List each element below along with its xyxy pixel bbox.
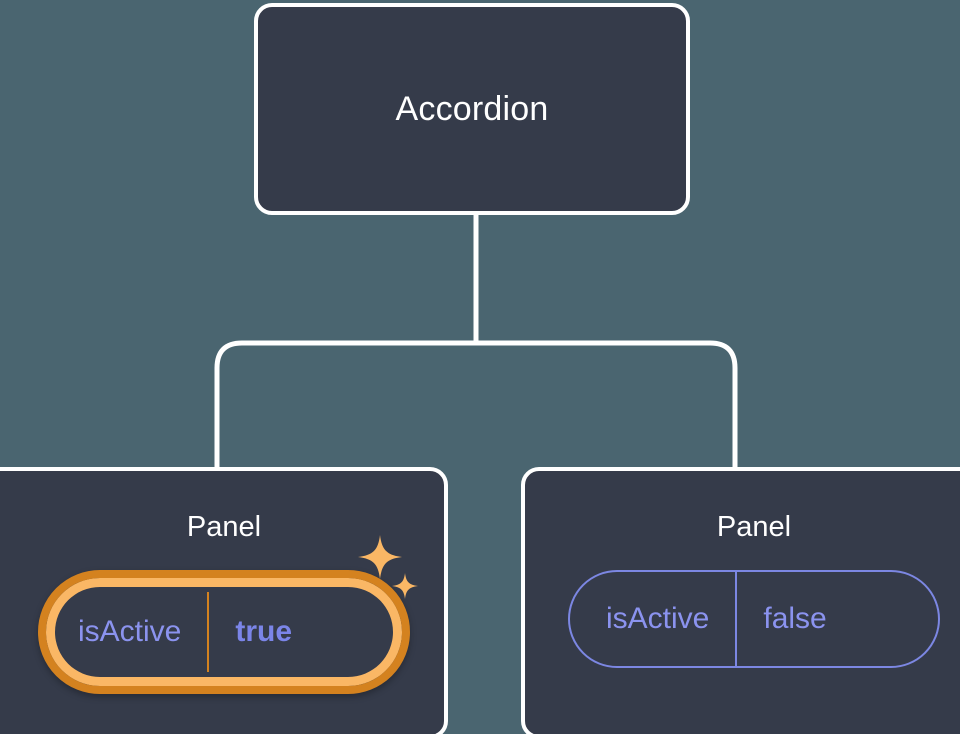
prop-pill-isactive-true[interactable]: isActive true [38, 570, 410, 694]
prop-pill-wrap: isActive false [568, 570, 940, 668]
connector-child-bus [214, 340, 738, 467]
prop-pill-isactive-false[interactable]: isActive false [568, 570, 940, 668]
prop-key: isActive [606, 602, 710, 635]
node-accordion[interactable]: Accordion [254, 3, 690, 215]
node-panel-left[interactable]: Panel isActive true [0, 467, 448, 734]
node-title: Panel [716, 511, 792, 543]
prop-pill-wrap: isActive true [38, 570, 410, 694]
prop-divider [735, 572, 738, 666]
prop-value: true [235, 615, 293, 648]
node-title: Accordion [395, 89, 549, 128]
prop-value: false [763, 602, 827, 635]
node-title: Panel [186, 511, 262, 543]
node-panel-right[interactable]: Panel isActive false [521, 467, 960, 734]
prop-key: isActive [78, 615, 182, 648]
prop-divider [207, 592, 210, 672]
